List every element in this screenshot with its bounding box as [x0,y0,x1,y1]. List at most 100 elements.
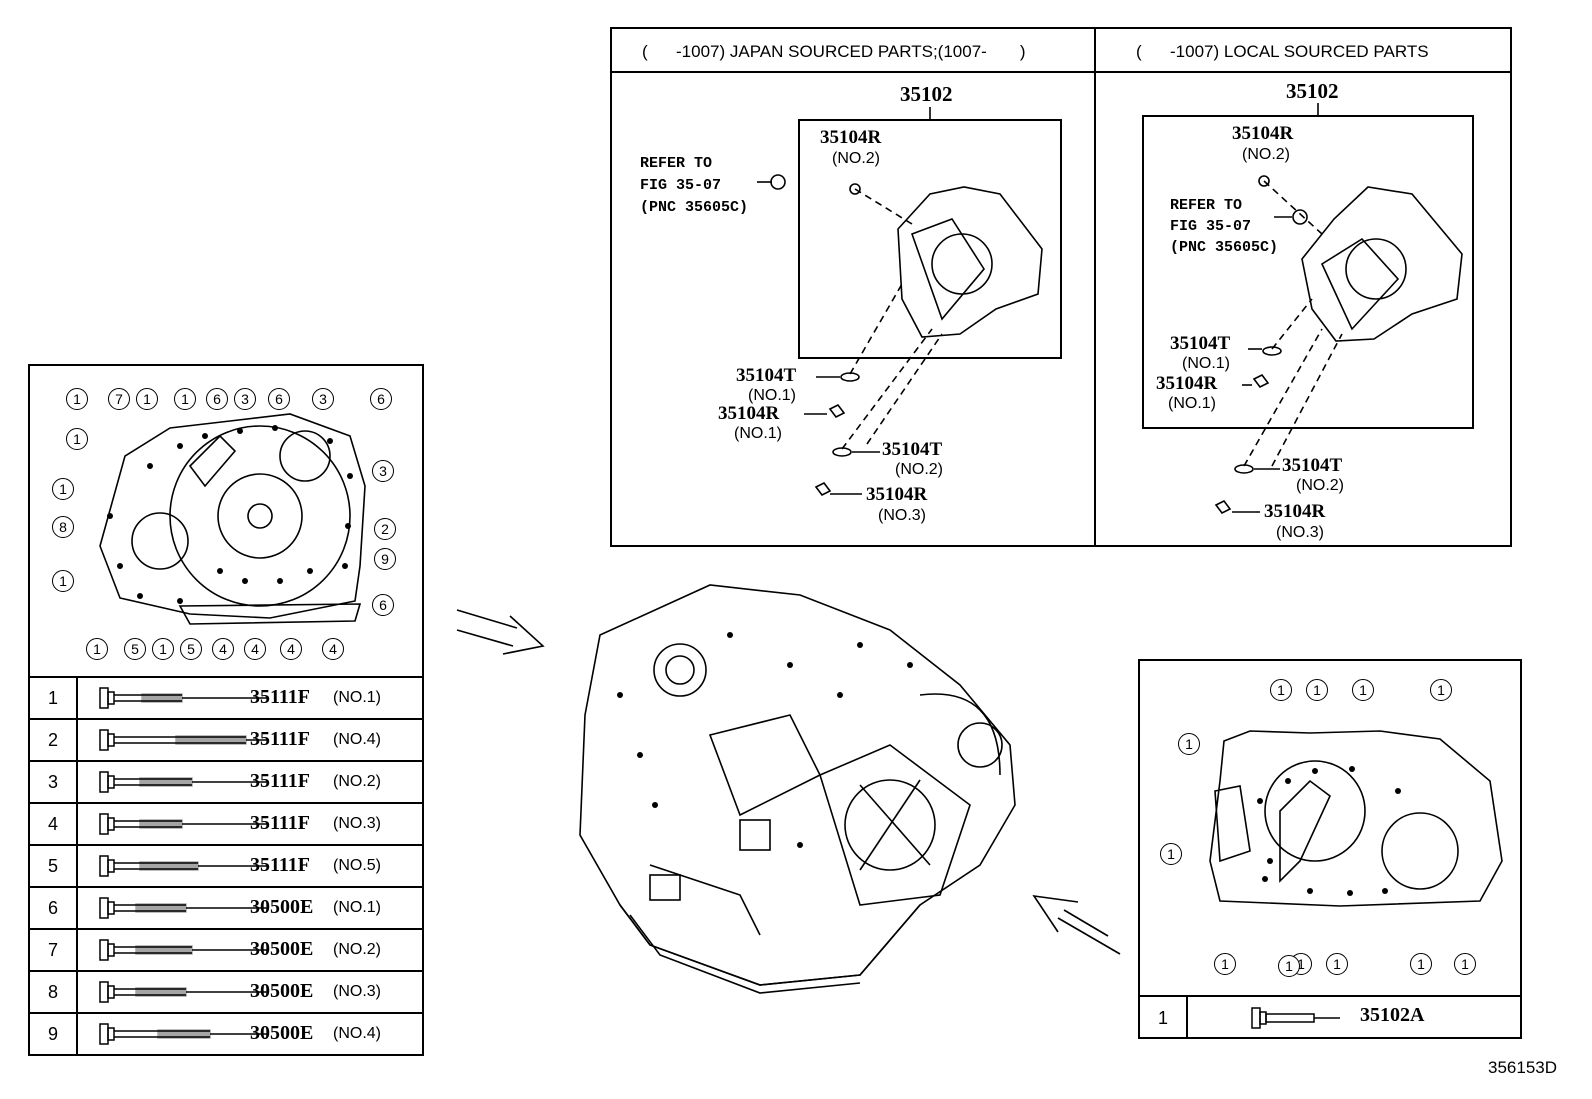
callout-circle: 3 [372,460,394,482]
bolt-row-divider [76,930,78,971]
local-header: ( -1007) LOCAL SOURCED PARTS [1136,42,1429,61]
callout-circle: 7 [108,388,130,410]
local-refer-3: (PNC 35605C) [1170,239,1279,256]
callout-circle: 1 [52,478,74,500]
bolt-number: 7 [47,940,58,960]
bolt-part-number: 35111F [250,770,311,792]
bolt-part-number: 30500E [250,980,314,1002]
callout-circle: 2 [374,518,396,540]
callout-circle: 1 [86,638,108,660]
callout-circle: 1 [1306,679,1328,701]
local-part-1: 35104R [1232,123,1294,144]
callout-circle: 1 [52,570,74,592]
callout-circle: 1 [66,388,88,410]
transaxle-case-diagram [1209,730,1503,907]
bolt-sub-number: (NO.3) [333,983,381,1000]
right-bolt-divider [1186,997,1188,1039]
bolt-number: 2 [47,730,58,750]
japan-part-3-sub: (NO.1) [734,425,782,442]
figure-id: 356153D [1488,1058,1558,1077]
callout-circle: 8 [52,516,74,538]
bolt-sub-number: (NO.2) [333,773,381,790]
callout-circle: 4 [244,638,266,660]
japan-part-2: 35104T [736,365,797,386]
callout-circle: 1 [1352,679,1374,701]
bolt-icon [99,1023,268,1045]
callout-circle: 1 [1270,679,1292,701]
japan-part-1-sub: (NO.2) [832,150,880,167]
callout-circle: 3 [234,388,256,410]
callout-circle: 1 [174,388,196,410]
bolt-icon [99,939,268,961]
japan-part-2-sub: (NO.1) [748,387,796,404]
bolt-part-number: 35111F [250,812,311,834]
local-part-2: 35104T [1170,333,1231,354]
local-part-5: 35104R [1264,501,1326,522]
callout-circle: 1 [1160,843,1182,865]
bolt-sub-number: (NO.3) [333,815,381,832]
callout-circle: 1 [1326,953,1348,975]
transaxle-assembly-drawing [579,584,1016,994]
bolt-sub-number: (NO.1) [333,689,381,706]
bolt-sub-number: (NO.4) [333,731,381,748]
bolt-icon [99,687,268,709]
bolt-number: 5 [47,856,58,876]
callout-circle: 1 [1214,953,1236,975]
bolt-row-divider [76,846,78,887]
bolt-sub-number: (NO.4) [333,1025,381,1042]
callout-circle: 5 [180,638,202,660]
bolt-icon [99,771,268,793]
callout-circle: 6 [370,388,392,410]
right-bolt-number: 1 [1157,1008,1168,1028]
japan-part-5-sub: (NO.3) [878,507,926,524]
right-bolt-pn: 35102A [1360,1004,1425,1026]
bolt-row-divider [76,762,78,803]
bolt-part-number: 30500E [250,896,314,918]
japan-refer-2: FIG 35-07 [640,177,722,194]
bolt-table-row: 8 30500E (NO.3) [30,970,424,1013]
bolt-number: 9 [47,1024,58,1044]
japan-part-4: 35104T [882,439,943,460]
local-part-4: 35104T [1282,455,1343,476]
arrow-right-to-center [1032,894,1121,955]
callout-circle: 5 [124,638,146,660]
japan-refer-1: REFER TO [640,155,713,172]
bolt-number: 3 [47,772,58,792]
callout-circle: 6 [206,388,228,410]
oil-pump-panel: ( -1007) JAPAN SOURCED PARTS;(1007- ) ( … [610,27,1512,547]
callout-circle: 3 [312,388,334,410]
bolt-table-row: 3 35111F (NO.2) [30,760,424,803]
japan-part-4-sub: (NO.2) [895,461,943,478]
japan-assembly-number: 35102 [900,82,953,106]
bolt-row-divider [76,678,78,719]
japan-refer-3: (PNC 35605C) [640,199,749,216]
callout-circle: 9 [374,548,396,570]
callout-circle: 4 [212,638,234,660]
bolt-part-number: 30500E [250,1022,314,1044]
callout-circle: 1 [1430,679,1452,701]
callout-circle: 1 [1454,953,1476,975]
local-part-2-sub: (NO.1) [1182,355,1230,372]
callout-circle: 1 [152,638,174,660]
local-assembly-number: 35102 [1286,79,1339,103]
callout-circle: 4 [322,638,344,660]
callout-circle: 1 [1278,955,1300,977]
bolt-part-number: 30500E [250,938,314,960]
bolt-icon [99,981,268,1003]
bolt-icon [99,729,268,751]
right-bolt-row: 1 35102A [1140,995,1520,1039]
bolt-table-row: 9 30500E (NO.4) [30,1012,424,1055]
bolt-icon [99,813,268,835]
bolt-number: 8 [47,982,58,1002]
bolt-icon [99,897,268,919]
japan-part-5: 35104R [866,484,928,505]
bolt-number: 1 [47,688,58,708]
